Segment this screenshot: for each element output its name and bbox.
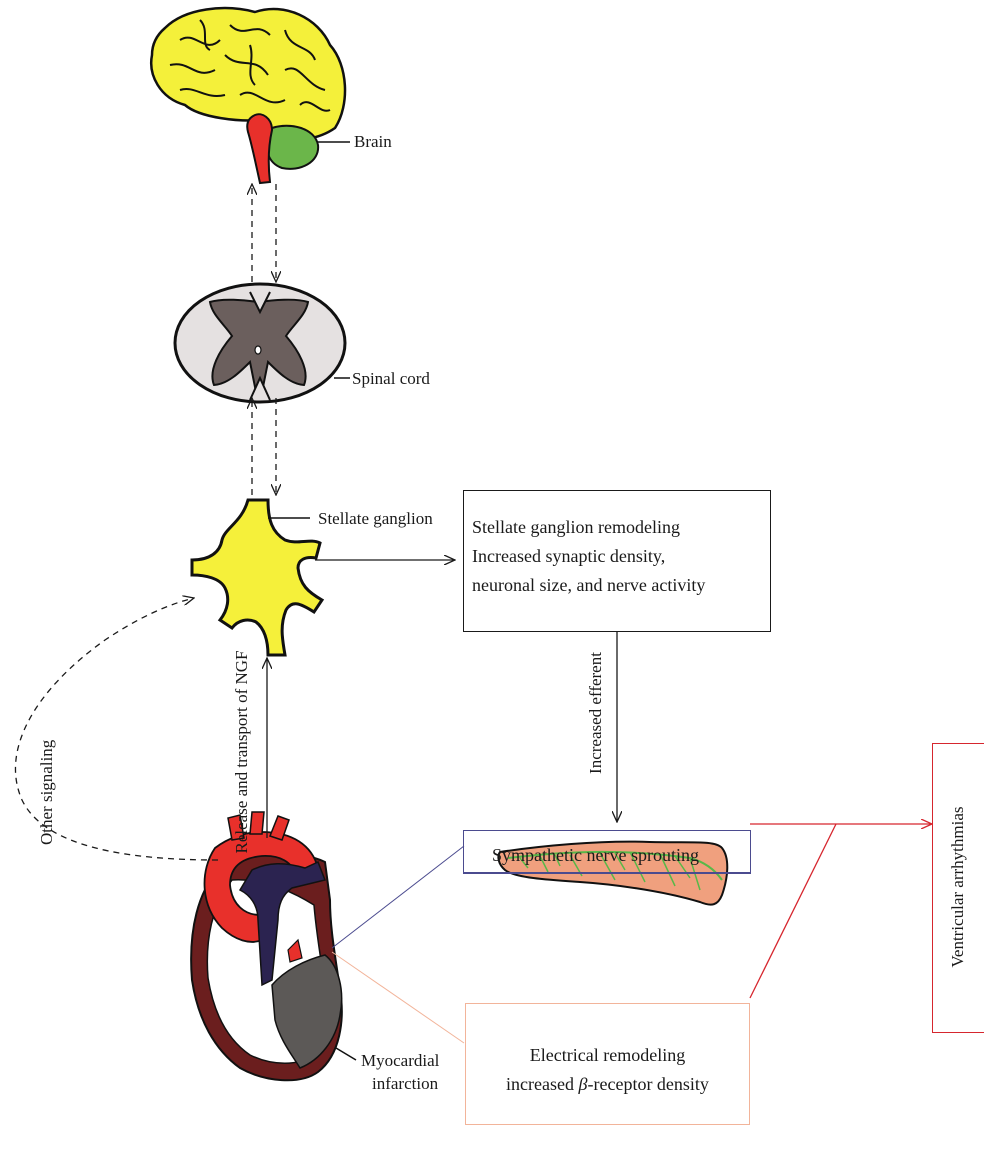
electrical-line2-post: -receptor density: [587, 1074, 708, 1094]
cerebellum: [267, 126, 318, 169]
myocardial-label: Myocardial: [361, 1052, 439, 1069]
electrical-line2-pre: increased: [506, 1074, 578, 1094]
sprouting-label: Sympathetic nerve sprouting: [492, 845, 699, 866]
brain-label: Brain: [354, 133, 392, 150]
ngf-label: Release and transport of NGF: [232, 640, 252, 864]
brainstem: [247, 114, 272, 183]
spinal-cord-illustration: [175, 284, 350, 402]
stellate-ganglion-label: Stellate ganglion: [318, 510, 433, 527]
heart-illustration: [191, 812, 356, 1080]
ventricular-label: Ventricular arrhythmias: [948, 787, 968, 987]
other-signaling-label: Other signaling: [37, 745, 57, 845]
remodeling-line1: Stellate ganglion remodeling: [472, 517, 778, 538]
increased-efferent-label: Increased efferent: [586, 648, 606, 778]
electrical-box: Electrical remodeling increased β-recept…: [465, 1003, 750, 1125]
remodeling-line2: Increased synaptic density,: [472, 546, 778, 567]
electrical-line2: increased β-receptor density: [466, 1074, 749, 1095]
brain-illustration: [151, 8, 350, 183]
electrical-line1: Electrical remodeling: [466, 1045, 749, 1066]
spinal-cord-label: Spinal cord: [352, 370, 430, 387]
remodeling-line3: neuronal size, and nerve activity: [472, 575, 778, 596]
remodeling-box: Stellate ganglion remodeling Increased s…: [463, 490, 771, 632]
infarction-label: infarction: [372, 1075, 438, 1092]
stellate-ganglion-illustration: [192, 500, 322, 655]
